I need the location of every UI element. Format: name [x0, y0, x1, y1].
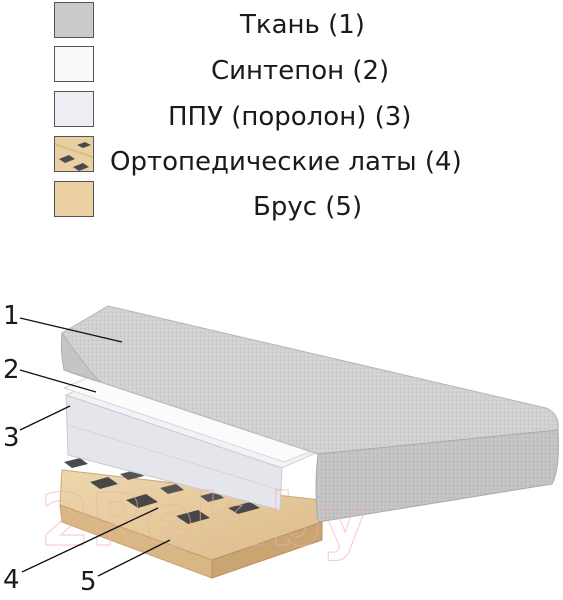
callout-1: 1	[3, 301, 20, 331]
fabric-left-edge	[60, 331, 102, 384]
fabric-swatch	[54, 2, 94, 38]
beam-right-face	[211, 521, 323, 579]
callout-3: 3	[3, 423, 20, 453]
watermark: 2Rek.by	[40, 478, 368, 562]
callout-2: 2	[3, 355, 20, 385]
fabric-side	[315, 429, 559, 523]
foam-front	[65, 394, 283, 511]
foam-swatch	[54, 91, 94, 127]
leader-line-4	[21, 507, 159, 573]
slats-swatch-graphic	[55, 137, 93, 171]
sintepon-swatch	[54, 46, 94, 82]
beam-swatch	[54, 181, 94, 217]
legend-label-fabric: Ткань (1)	[240, 10, 365, 40]
leader-line-2	[19, 369, 97, 393]
legend-label-sintepon: Синтепон (2)	[211, 56, 390, 86]
leader-line-3	[19, 405, 71, 431]
leader-line-1	[19, 317, 123, 343]
callout-5: 5	[80, 567, 97, 597]
leader-line-5	[97, 539, 171, 577]
slats-swatch	[54, 136, 94, 172]
legend-label-foam: ППУ (поролон) (3)	[168, 102, 412, 132]
legend-label-slats: Ортопедические латы (4)	[110, 147, 462, 177]
legend-label-beam: Брус (5)	[253, 192, 363, 222]
callout-4: 4	[3, 565, 20, 595]
